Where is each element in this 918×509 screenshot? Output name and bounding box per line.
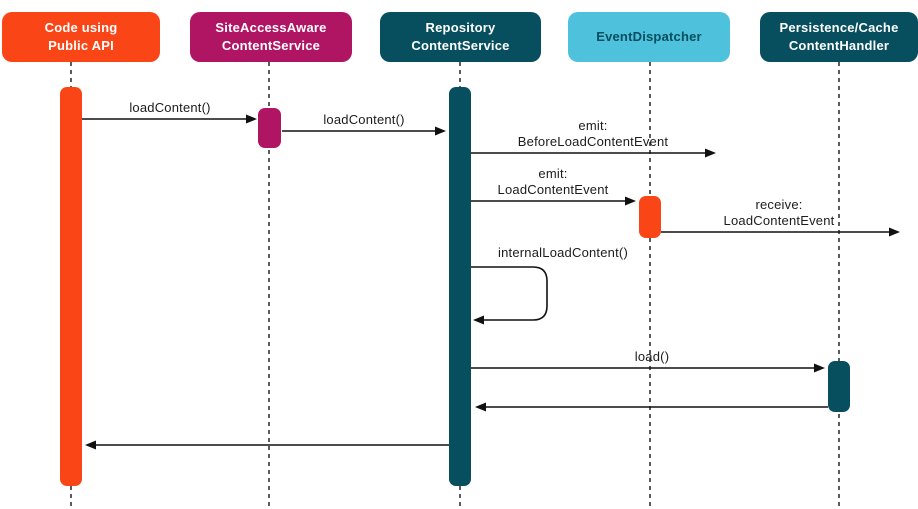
message-label-emit-load-content-event: emit: LoadContentEvent <box>497 166 609 197</box>
self-message-loop-internal-load-content <box>471 266 548 321</box>
participant-event-dispatcher: EventDispatcher <box>568 12 730 62</box>
participant-repository-content-service: Repository ContentService <box>380 12 541 62</box>
message-arrowhead-load-content-2 <box>435 126 446 136</box>
activation-persistence-cache-content-handler <box>828 361 850 412</box>
participant-siteaccess-aware-content-service: SiteAccessAware ContentService <box>190 12 352 62</box>
message-label-receive-load-content-event: receive: LoadContentEvent <box>723 197 835 228</box>
self-message-arrowhead-internal-load-content <box>473 315 484 325</box>
message-label-internal-load-content: internalLoadContent() <box>498 245 628 260</box>
message-label-load: load() <box>634 349 670 364</box>
message-arrowhead-return-load <box>475 402 486 412</box>
participant-code-using-public-api: Code using Public API <box>2 12 160 62</box>
message-arrowhead-emit-load-content-event <box>625 196 636 206</box>
message-arrowhead-load-content-1 <box>246 114 257 124</box>
message-arrowhead-emit-before-load-content-event <box>705 148 716 158</box>
message-label-emit-before-load-content-event: emit: BeforeLoadContentEvent <box>517 118 669 149</box>
message-label-load-content-2: loadContent() <box>323 112 405 127</box>
activation-siteaccess-aware-content-service <box>258 108 281 148</box>
message-arrowhead-return-final <box>85 440 96 450</box>
message-arrowhead-load <box>814 363 825 373</box>
activation-repository-content-service <box>449 87 471 486</box>
activation-event-dispatcher <box>639 196 661 238</box>
activation-code-using-public-api <box>60 87 82 486</box>
participant-persistence-cache-content-handler: Persistence/Cache ContentHandler <box>760 12 918 62</box>
message-arrowhead-receive-load-content-event <box>889 227 900 237</box>
message-label-load-content-1: loadContent() <box>129 100 211 115</box>
